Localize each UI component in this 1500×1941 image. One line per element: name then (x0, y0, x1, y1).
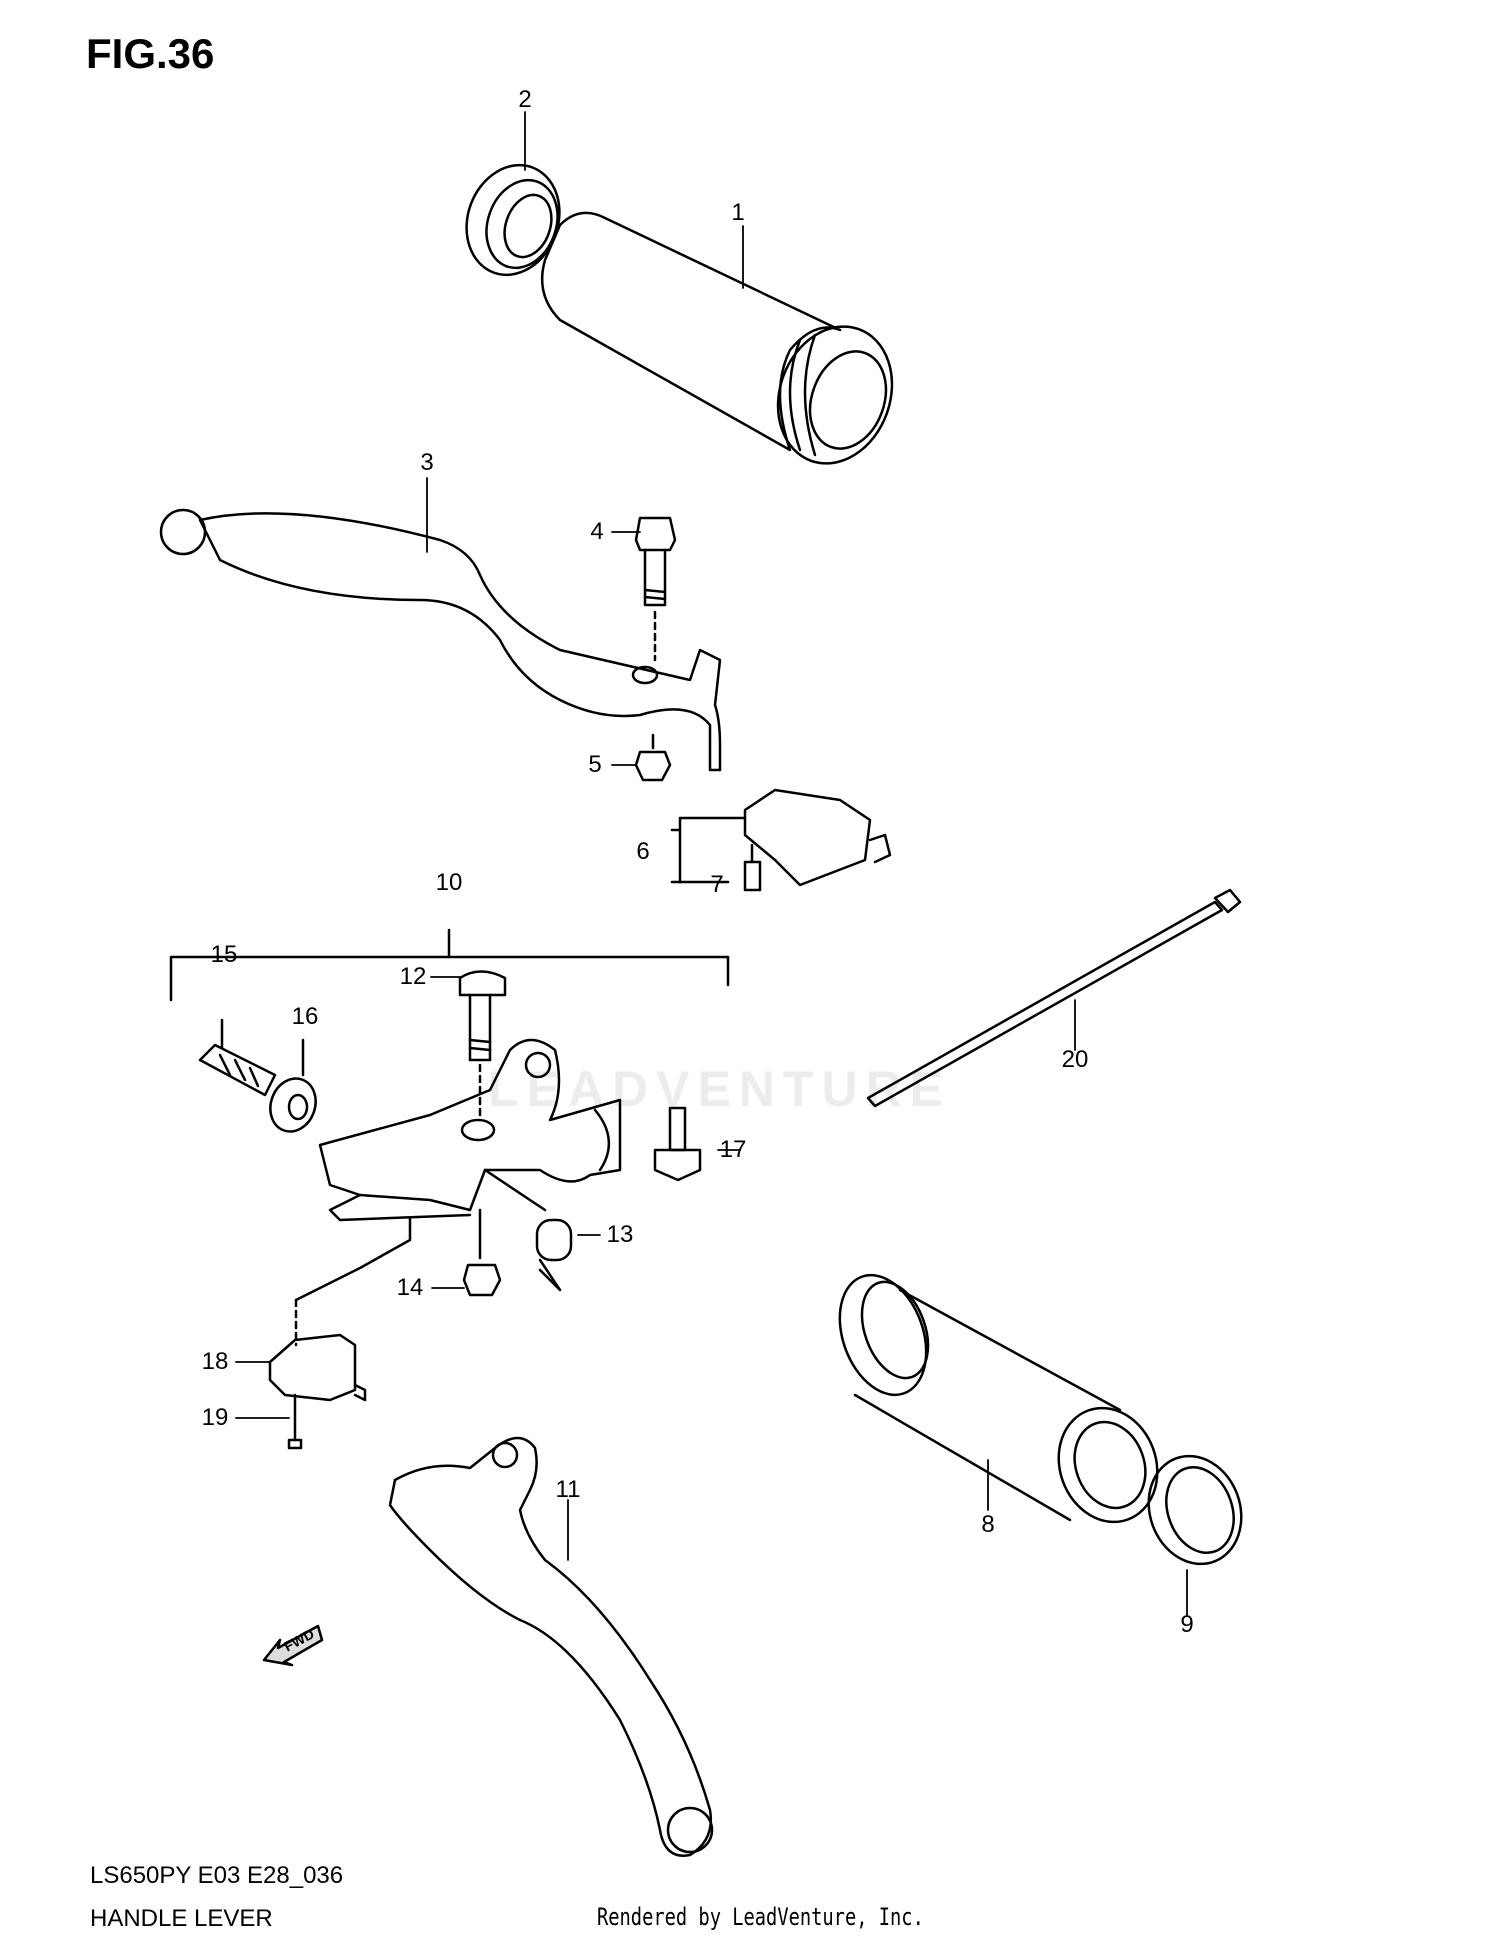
part-2-grip-end-ring (465, 163, 561, 277)
part-13-collar (483, 1168, 573, 1292)
part-17-bolt (653, 1106, 702, 1182)
callout-1: 1 (731, 199, 745, 226)
watermark-text: LEADVENTURE (488, 1061, 952, 1117)
part-19-screw (287, 1393, 303, 1450)
part-15-adjuster-screw (198, 1018, 277, 1097)
section-name: HANDLE LEVER (90, 1905, 273, 1932)
callout-18: 18 (201, 1348, 229, 1375)
bracket-10-assembly (169, 928, 730, 1002)
callout-5: 5 (588, 751, 602, 778)
part-1-throttle-grip (540, 211, 894, 465)
callout-14: 14 (396, 1274, 424, 1301)
callout-19: 19 (201, 1404, 229, 1431)
callout-3: 3 (420, 449, 434, 476)
part-14-nut (462, 1208, 502, 1297)
part-10-lever-holder (318, 1038, 622, 1222)
part-7-screw (743, 843, 762, 892)
callout-6: 6 (636, 838, 650, 865)
callout-7: 7 (710, 871, 724, 898)
part-18-clutch-switch (268, 1216, 412, 1402)
callout-9: 9 (1180, 1611, 1194, 1638)
callout-8: 8 (981, 1511, 995, 1538)
fwd-arrow-icon (262, 1624, 324, 1667)
callout-17: 17 (719, 1136, 747, 1163)
part-6-switch (743, 788, 892, 887)
part-9-end-cap (1147, 1454, 1243, 1566)
part-20-cable-tie (866, 888, 1242, 1108)
model-code: LS650PY E03 E28_036 (90, 1862, 344, 1889)
part-8-left-grip (838, 1273, 1159, 1524)
part-11-clutch-lever (388, 1436, 714, 1857)
callout-2: 2 (518, 86, 532, 113)
part-4-pivot-bolt (634, 516, 677, 662)
part-3-lever (159, 508, 722, 772)
bracket-6-7 (670, 816, 747, 884)
callout-10: 10 (435, 869, 463, 896)
rendered-by-credit: Rendered by LeadVenture, Inc. (597, 1903, 924, 1931)
part-5-nut (634, 733, 672, 782)
callout-15: 15 (210, 941, 238, 968)
part-16-locknut (269, 1038, 317, 1133)
callout-13: 13 (606, 1221, 634, 1248)
leader-lines (235, 111, 1188, 1616)
part-12-bolt (458, 970, 507, 1122)
callout-11: 11 (555, 1476, 581, 1503)
figure-title: FIG.36 (86, 30, 215, 77)
callout-16: 16 (291, 1003, 319, 1030)
callout-12: 12 (399, 963, 427, 990)
callout-20: 20 (1061, 1046, 1089, 1073)
callout-4: 4 (590, 518, 604, 545)
